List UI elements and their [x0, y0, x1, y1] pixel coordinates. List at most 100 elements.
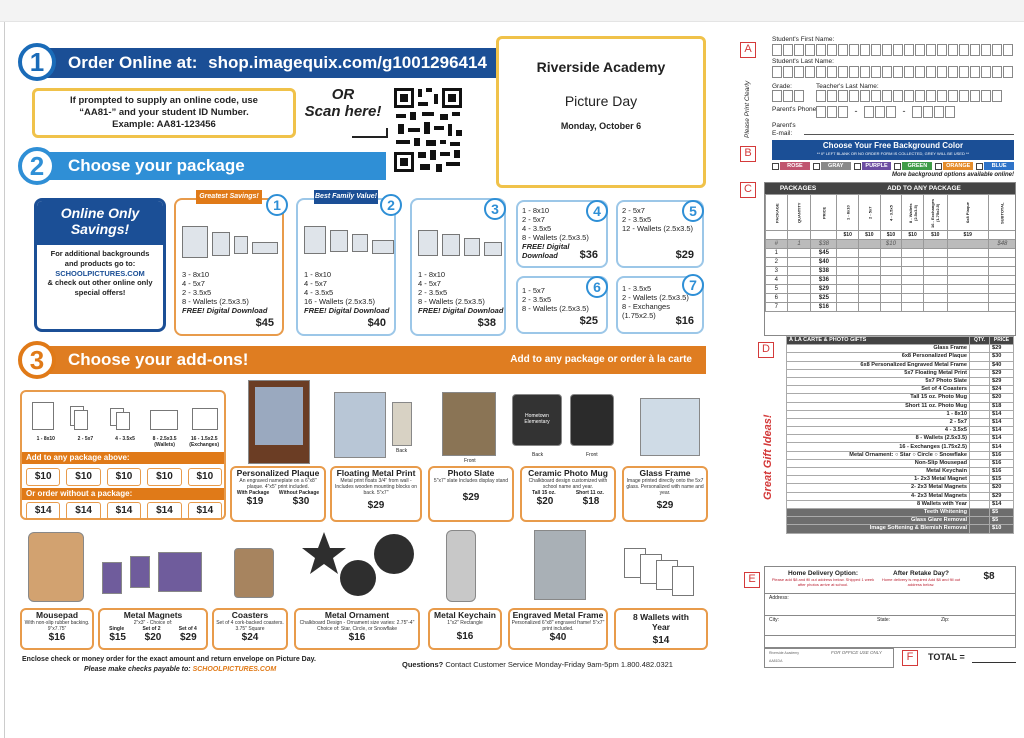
pkg-row[interactable]: 1$45 [765, 248, 1015, 258]
gift-qty-cell[interactable] [969, 442, 990, 452]
bg-checkbox[interactable] [853, 162, 861, 170]
gift-qty-cell[interactable] [969, 385, 990, 395]
gift-qty-cell[interactable] [969, 466, 990, 477]
gift-row[interactable]: 4 - 3.5x5$14 [786, 426, 1014, 436]
gift-card-engraved-frame[interactable]: Engraved Metal Frame Personalized 6"x8" … [508, 608, 608, 650]
gift-row[interactable]: Short 11 oz. Photo Mug$18 [786, 401, 1014, 411]
gift-card-mousepad[interactable]: Mousepad With non-slip rubber backing. 9… [20, 608, 94, 650]
package-2-card[interactable]: 1 - 8x10 4 - 5x7 4 - 3.5x5 16 - Wallets … [296, 198, 396, 336]
gift-row[interactable]: Glass Frame$29 [786, 344, 1014, 354]
bg-checkbox[interactable] [812, 162, 820, 170]
gift-row[interactable]: Tall 15 oz. Photo Mug$20 [786, 393, 1014, 403]
gift-qty-cell[interactable] [969, 426, 990, 436]
gift-card-keychain[interactable]: Metal Keychain 1"x2" Rectangle $16 [428, 608, 502, 650]
order-url[interactable]: shop.imagequix.com/g1001296414 [208, 53, 487, 72]
grade-field[interactable] [772, 90, 804, 102]
gift-qty-cell[interactable] [969, 458, 990, 469]
gift-qty-cell[interactable] [969, 352, 990, 362]
savings-site[interactable]: SCHOOLPICTURES.COM [55, 269, 145, 278]
gift-qty-cell[interactable] [969, 491, 990, 501]
phone-field[interactable]: -- [816, 106, 955, 118]
bg-option-orange[interactable]: ORANGE [935, 162, 974, 170]
bg-option-blue[interactable]: BLUE [976, 162, 1014, 170]
gift-row[interactable]: 2- 2x3 Metal Magnets$20 [786, 483, 1014, 493]
retouch-qty-cell[interactable] [969, 524, 990, 534]
gift-card-wallets-year[interactable]: 8 Wallets with Year $14 [614, 608, 708, 650]
pkg-row[interactable]: 7$16 [765, 302, 1015, 312]
package-1-card[interactable]: 3 - 8x10 4 - 5x7 2 - 3.5x5 8 - Wallets (… [174, 198, 284, 336]
pkg-row[interactable]: 6$25 [765, 293, 1015, 303]
addon-price: $10 [187, 468, 223, 486]
gift-card-magnets[interactable]: Metal Magnets 2"x3" - Choice of: Single … [98, 608, 208, 650]
gift-qty-cell[interactable] [969, 450, 990, 460]
retouch-row[interactable]: Glass Glare Removal$5 [786, 516, 1014, 526]
gift-qty-cell[interactable] [969, 401, 990, 411]
bg-checkbox[interactable] [894, 162, 902, 170]
gift-desc: An engraved nameplate on a 6"x8" plaque.… [239, 478, 317, 490]
pkg-row[interactable]: 5$29 [765, 284, 1015, 294]
retouch-row[interactable]: Teeth Whitening$5 [786, 507, 1014, 518]
gift-qty-cell[interactable] [969, 483, 990, 493]
gift-qty-cell[interactable] [969, 417, 990, 428]
gift-qty-cell[interactable] [969, 360, 990, 370]
gift-card-ornament[interactable]: Metal Ornament Chalkboard Design - Ornam… [294, 608, 420, 650]
retouch-qty-cell[interactable] [969, 516, 990, 526]
gift-row[interactable]: 2 - 5x7$14 [786, 417, 1014, 428]
last-name-field[interactable] [772, 66, 1013, 78]
retouch-qty-cell[interactable] [969, 507, 990, 518]
bg-option-green[interactable]: GREEN [894, 162, 933, 170]
pkg-row[interactable]: 2$40 [765, 257, 1015, 267]
gift-row[interactable]: Set of 4 Coasters$24 [786, 385, 1014, 395]
package-6-card[interactable]: 1 - 5x7 2 - 3.5x5 8 - Wallets (2.5x3.5) … [516, 276, 608, 334]
bg-checkbox[interactable] [772, 162, 779, 170]
gift-row[interactable]: Metal Ornament: ○ Star ○ Circle ○ Snowfl… [786, 450, 1014, 460]
payable-site[interactable]: SCHOOLPICTURES.COM [192, 666, 277, 673]
gift-row[interactable]: 8 Wallets with Year$14 [786, 499, 1014, 509]
first-name-field[interactable] [772, 44, 1013, 56]
gift-row[interactable]: 16 - Exchanges (1.75x2.5)$14 [786, 442, 1014, 452]
gift-row[interactable]: 8 - Wallets (2.5x3.5)$14 [786, 434, 1014, 444]
delivery-option[interactable]: Home Delivery Option: Please add $8 and … [769, 570, 877, 587]
gift-card-glass-frame[interactable]: Glass Frame Image printed directly onto … [622, 466, 708, 522]
gift-qty-cell[interactable] [969, 434, 990, 444]
gift-qty-cell[interactable] [969, 499, 990, 509]
bg-checkbox[interactable] [935, 162, 943, 170]
bg-option-purple[interactable]: PURPLE [853, 162, 892, 170]
teacher-field[interactable] [816, 90, 1002, 102]
gift-row-label: 1 - 8x10 [786, 409, 970, 419]
qr-code[interactable] [392, 86, 464, 174]
gift-card-photo-slate[interactable]: Photo Slate 5"x7" slate Includes display… [428, 466, 514, 522]
gift-row[interactable]: 6x8 Personalized Engraved Metal Frame$40 [786, 360, 1014, 370]
pkg-row[interactable]: 4$36 [765, 275, 1015, 285]
gift-qty-cell[interactable] [969, 409, 990, 419]
address-label: Address: [769, 595, 789, 601]
gift-qty-cell[interactable] [969, 393, 990, 403]
gift-qty-cell[interactable] [969, 344, 990, 354]
gift-row[interactable]: Non-Slip Mousepad$16 [786, 458, 1014, 469]
bg-checkbox[interactable] [976, 162, 984, 170]
bg-option-rose[interactable]: ROSE [772, 162, 810, 170]
bg-more: More background options available online… [891, 172, 1014, 178]
gift-row[interactable]: 1 - 8x10$14 [786, 409, 1014, 419]
gift-row[interactable]: 5x7 Photo Slate$29 [786, 376, 1014, 387]
gift-row[interactable]: 6x8 Personalized Plaque$30 [786, 352, 1014, 362]
package-3-card[interactable]: 1 - 8x10 4 - 5x7 2 - 3.5x5 8 - Wallets (… [410, 198, 506, 336]
gift-qty-cell[interactable] [969, 376, 990, 387]
gift-card-coasters[interactable]: Coasters Set of 4 cork-backed coasters. … [212, 608, 288, 650]
gift-qty-cell[interactable] [969, 368, 990, 378]
gift-row[interactable]: 1- 2x3 Metal Magnet$15 [786, 475, 1014, 485]
package-5-card[interactable]: 2 - 5x7 2 - 3.5x5 12 - Wallets (2.5x3.5)… [616, 200, 704, 268]
gift-card-floating-metal[interactable]: Floating Metal Print Metal print floats … [330, 466, 422, 522]
gift-card-mug[interactable]: Ceramic Photo Mug Chalkboard design cust… [520, 466, 616, 522]
retouch-row[interactable]: Image Softening & Blemish Removal$10 [786, 524, 1014, 534]
gift-row[interactable]: 4- 2x3 Metal Magnets$29 [786, 491, 1014, 501]
gift-row[interactable]: 5x7 Floating Metal Print$29 [786, 368, 1014, 378]
pkg-row[interactable]: 3$38 [765, 266, 1015, 276]
bg-option-gray[interactable]: GRAY [812, 162, 851, 170]
office-use-label: FOR OFFICE USE ONLY [831, 650, 882, 655]
gift-qty-cell[interactable] [969, 475, 990, 485]
email-field[interactable] [804, 134, 1014, 135]
total-field[interactable] [972, 662, 1016, 663]
gift-card-plaque[interactable]: Personalized Plaque An engraved nameplat… [230, 466, 326, 522]
gift-row[interactable]: Metal Keychain$16 [786, 466, 1014, 477]
